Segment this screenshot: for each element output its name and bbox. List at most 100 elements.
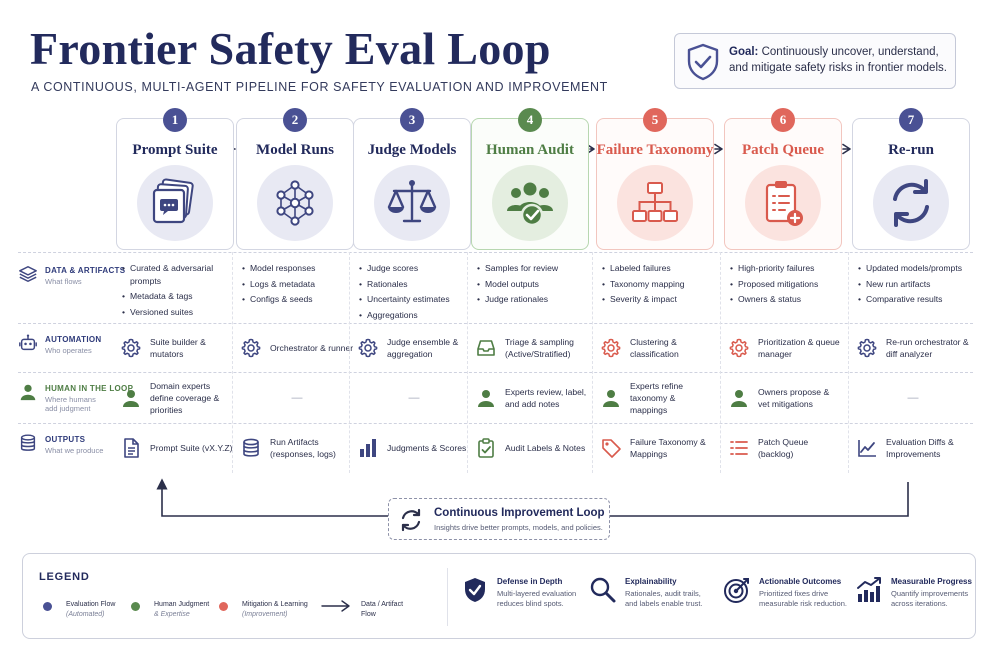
column-divider: [467, 252, 468, 473]
human-cell: Experts refine taxonomy & mappings: [600, 372, 714, 423]
goal-box: Goal: Continuously uncover, understand, …: [674, 33, 956, 89]
pillar-text: Prioritized fixes drive measurable risk …: [759, 589, 847, 608]
inbox-icon: [477, 339, 495, 356]
data-artifact-item: Model outputs: [477, 278, 589, 291]
pillar-title: Actionable Outcomes: [759, 577, 842, 586]
column-divider: [349, 252, 350, 473]
legend-note: Flow: [361, 611, 376, 618]
stage-title: Model Runs: [256, 142, 334, 158]
automation-cell: Orchestrator & runner: [240, 323, 354, 372]
stage-title: Judge Models: [367, 142, 457, 158]
stage-icon-circle: [374, 165, 450, 241]
human-text: Owners propose & vet mitigations: [758, 386, 830, 409]
layers-icon: [19, 266, 37, 282]
person-icon: [603, 389, 619, 407]
human-text: —: [907, 391, 919, 404]
loop-title: Continuous Improvement Loop: [434, 507, 605, 519]
arrow-right-icon: [321, 600, 350, 612]
data-artifact-item: Rationales: [359, 278, 471, 291]
stage-icon-circle: [137, 165, 213, 241]
output-text: Failure Taxonomy & Mappings: [630, 437, 706, 459]
loop-subtitle: Insights drive better prompts, models, a…: [434, 523, 603, 532]
bar-chart-icon: [360, 439, 376, 457]
database-icon: [243, 438, 259, 457]
pillar-text: Multi-layered evaluation reduces blind s…: [497, 589, 577, 608]
page-title: Frontier Safety Eval Loop: [30, 23, 551, 74]
stage-title: Re-run: [888, 142, 934, 158]
database-icon: [20, 434, 36, 451]
stage-icon-circle: [617, 165, 693, 241]
data-artifacts-list: High-priority failuresProposed mitigatio…: [730, 262, 842, 309]
data-artifact-item: Proposed mitigations: [730, 278, 842, 291]
legend-label: Evaluation Flow: [66, 601, 116, 608]
human-cell: —: [856, 372, 970, 423]
prompt-cards-icon: [152, 178, 194, 224]
data-artifact-item: Metadata & tags: [122, 290, 234, 303]
automation-text: Judge ensemble & aggregation: [387, 336, 459, 359]
green-dot-icon: [131, 602, 140, 611]
row-sublabel: What flows: [45, 277, 82, 286]
human-cell: Domain experts define coverage & priorit…: [120, 372, 234, 423]
data-artifact-item: Labeled failures: [602, 262, 714, 275]
stage-number-badge: 6: [771, 108, 795, 132]
clipboard-check-icon: [478, 438, 494, 458]
tag-icon: [602, 439, 621, 458]
data-artifacts-list: Curated & adversarial promptsMetadata & …: [122, 262, 234, 321]
human-cell: —: [357, 372, 471, 423]
data-artifact-item: High-priority failures: [730, 262, 842, 275]
human-text: Experts refine taxonomy & mappings: [630, 380, 684, 415]
arrow-right-icon: [234, 148, 236, 150]
automation-cell: Triage & sampling (Active/Stratified): [475, 323, 589, 372]
stage-icon-circle: [492, 165, 568, 241]
automation-text: Prioritization & queue manager: [758, 336, 840, 359]
gear-icon: [729, 338, 749, 357]
data-artifact-item: Uncertainty estimates: [359, 293, 471, 306]
row-sublabel: Where humans add judgment: [45, 395, 96, 413]
output-text: Audit Labels & Notes: [505, 443, 586, 453]
legend: LEGEND Evaluation Flow(Automated) Human …: [22, 553, 976, 639]
output-cell: Failure Taxonomy & Mappings: [600, 423, 714, 473]
gear-icon: [121, 338, 141, 357]
output-text: Patch Queue (backlog): [758, 437, 809, 459]
robot-icon: [19, 334, 37, 351]
row-divider: [18, 252, 973, 253]
legend-note: (Automated): [66, 611, 105, 618]
output-cell: Run Artifacts (responses, logs): [240, 423, 354, 473]
automation-cell: Judge ensemble & aggregation: [357, 323, 471, 372]
human-text: —: [408, 391, 420, 404]
output-text: Prompt Suite (vX.Y.Z): [150, 443, 233, 453]
pillar-title: Defense in Depth: [497, 577, 563, 586]
row-label: HUMAN IN THE LOOP: [45, 384, 134, 393]
legend-item-mitigation: Mitigation & Learning(Improvement): [219, 600, 308, 620]
data-artifacts-list: Labeled failuresTaxonomy mappingSeverity…: [602, 262, 714, 309]
stage-number-badge: 2: [283, 108, 307, 132]
automation-cell: Suite builder & mutators: [120, 323, 234, 372]
magnifier-icon: [590, 577, 616, 603]
data-artifact-item: Configs & seeds: [242, 293, 354, 306]
person-icon: [20, 384, 36, 401]
legend-title: LEGEND: [39, 571, 90, 583]
data-artifact-item: Curated & adversarial prompts: [122, 262, 234, 287]
legend-label: Mitigation & Learning: [242, 601, 308, 608]
automation-cell: Prioritization & queue manager: [728, 323, 842, 372]
legend-divider: [447, 568, 448, 626]
pillar-text: Rationales, audit trails, and labels ena…: [625, 589, 703, 608]
shield-check-icon: [687, 43, 719, 81]
data-artifact-item: Severity & impact: [602, 293, 714, 306]
output-cell: Evaluation Diffs & Improvements: [856, 423, 970, 473]
human-text: Experts review, label, and add notes: [505, 386, 587, 409]
automation-text: Triage & sampling (Active/Stratified): [505, 336, 574, 359]
stage-number-badge: 4: [518, 108, 542, 132]
pillar-title: Measurable Progress: [891, 577, 972, 586]
growth-chart-icon: [857, 577, 881, 602]
person-icon: [731, 389, 747, 407]
group-check-icon: [507, 182, 553, 227]
stage-number-badge: 5: [643, 108, 667, 132]
pillar-text: Quantify improvements across iterations.: [891, 589, 969, 608]
automation-cell: Clustering & classification: [600, 323, 714, 372]
data-artifact-item: Versioned suites: [122, 306, 234, 319]
output-cell: Patch Queue (backlog): [728, 423, 842, 473]
stage-icon-circle: [257, 165, 333, 241]
